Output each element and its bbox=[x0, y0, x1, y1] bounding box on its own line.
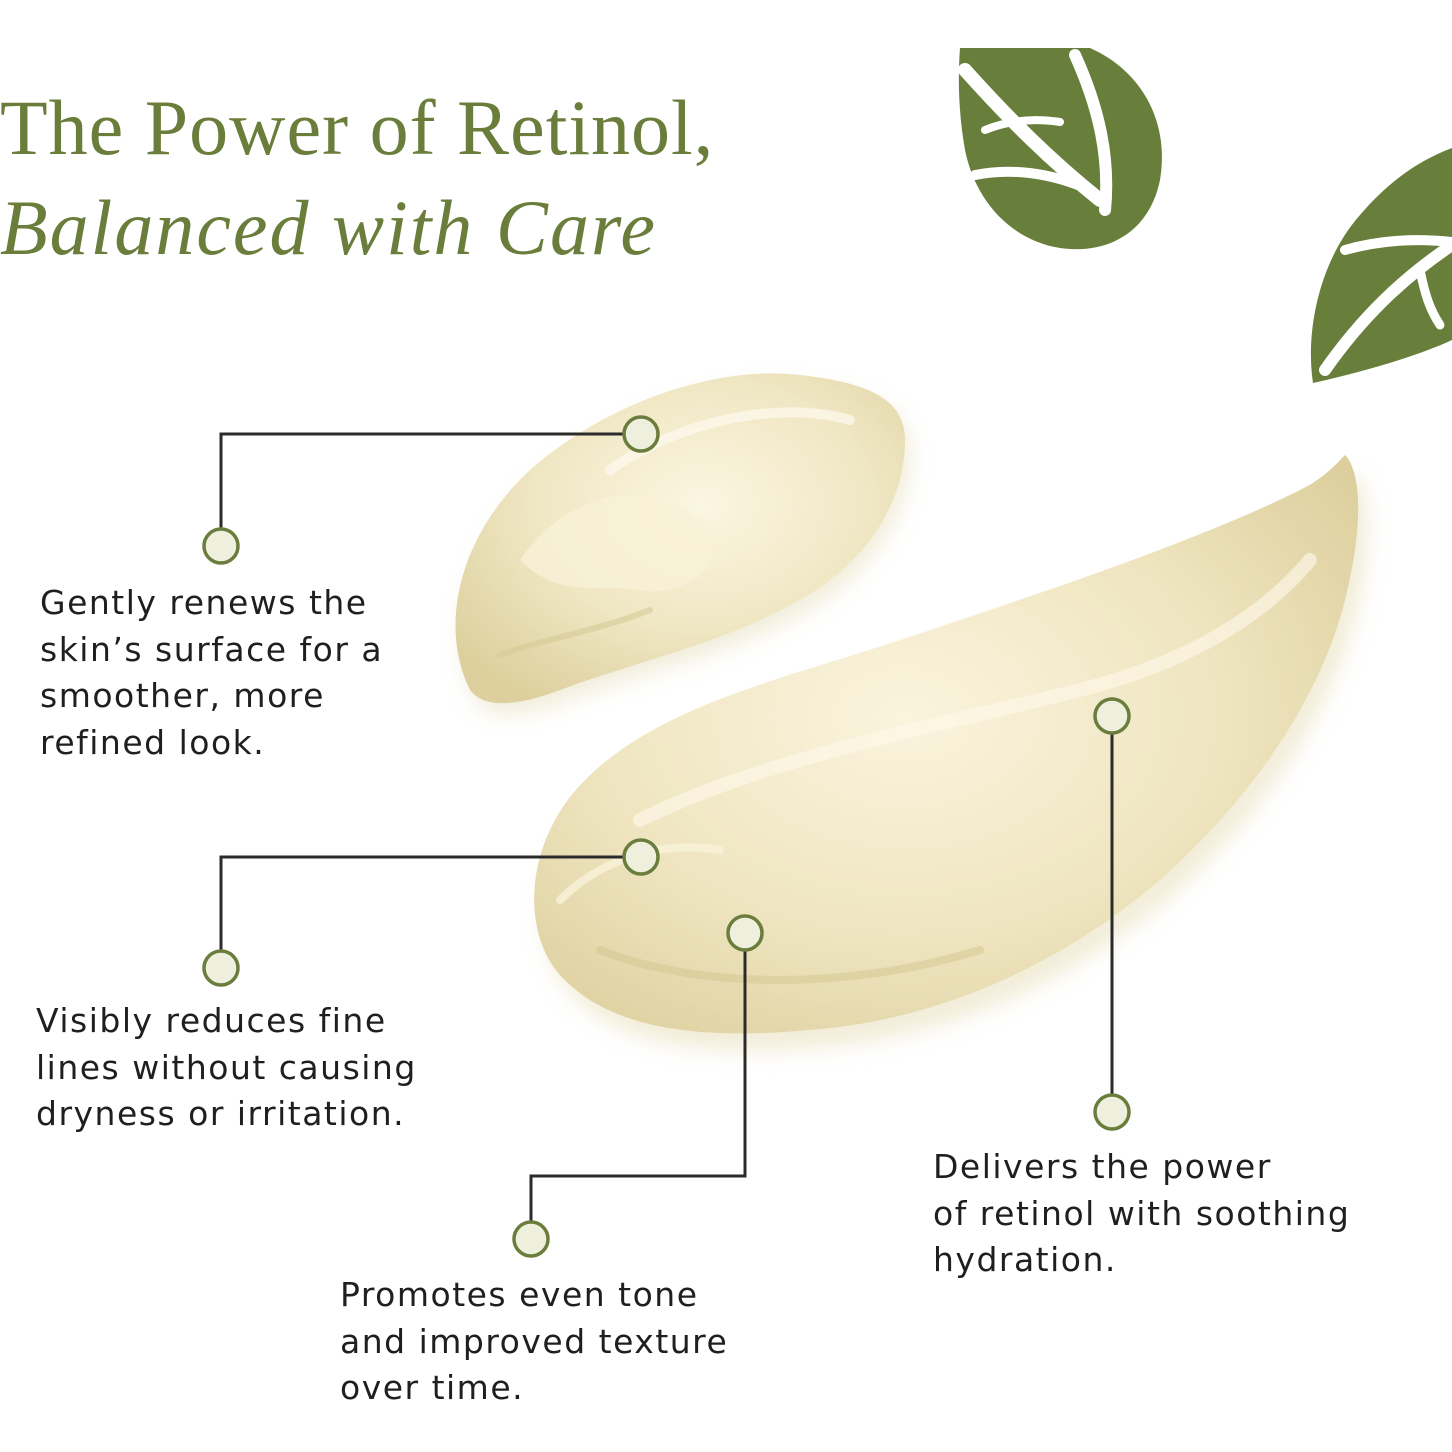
benefit-line: smoother, more bbox=[40, 676, 325, 715]
callout-dot-start-3 bbox=[726, 914, 764, 952]
headline-line-1: The Power of Retinol, bbox=[0, 84, 715, 171]
benefit-line: Delivers the power bbox=[933, 1147, 1272, 1186]
cream-swatch-large bbox=[534, 455, 1369, 1052]
cream-swatch-small bbox=[455, 373, 911, 716]
benefit-text-fine-lines: Visibly reduces fine lines without causi… bbox=[36, 998, 417, 1138]
connector-line-1 bbox=[219, 432, 641, 546]
benefit-text-renews: Gently renews the skin’s surface for a s… bbox=[40, 580, 383, 766]
benefit-line: refined look. bbox=[40, 722, 266, 762]
callout-dot-start-1 bbox=[622, 415, 660, 453]
benefit-line: hydration. bbox=[933, 1240, 1117, 1279]
benefit-line: dryness or irritation. bbox=[36, 1094, 406, 1133]
benefit-line: Gently renews the bbox=[40, 583, 368, 622]
callout-dot-start-4 bbox=[1093, 697, 1131, 735]
leaf-icon bbox=[958, 48, 1162, 250]
connector-line-2 bbox=[219, 855, 641, 968]
headline-line-2: Balanced with Care bbox=[0, 184, 658, 271]
benefit-line: skin’s surface for a bbox=[40, 629, 384, 669]
callout-dot-start-2 bbox=[622, 838, 660, 876]
benefit-line: and improved texture bbox=[340, 1321, 729, 1361]
benefit-line: Promotes even tone bbox=[340, 1275, 699, 1314]
callout-dot-end-2 bbox=[202, 949, 240, 987]
connector-line-3 bbox=[529, 933, 747, 1239]
callout-dot-end-4 bbox=[1093, 1093, 1131, 1131]
leaf-icon bbox=[1310, 148, 1452, 383]
benefit-text-even-tone: Promotes even tone and improved texture … bbox=[340, 1272, 728, 1412]
benefit-line: of retinol with soothing bbox=[933, 1193, 1351, 1233]
callout-dot-end-1 bbox=[202, 527, 240, 565]
benefit-line: over time. bbox=[340, 1368, 525, 1407]
benefit-line: lines without causing bbox=[36, 1047, 417, 1087]
callout-dot-end-3 bbox=[512, 1220, 550, 1258]
benefit-line: Visibly reduces fine bbox=[36, 1001, 387, 1040]
benefit-text-hydration: Delivers the power of retinol with sooth… bbox=[933, 1144, 1350, 1284]
